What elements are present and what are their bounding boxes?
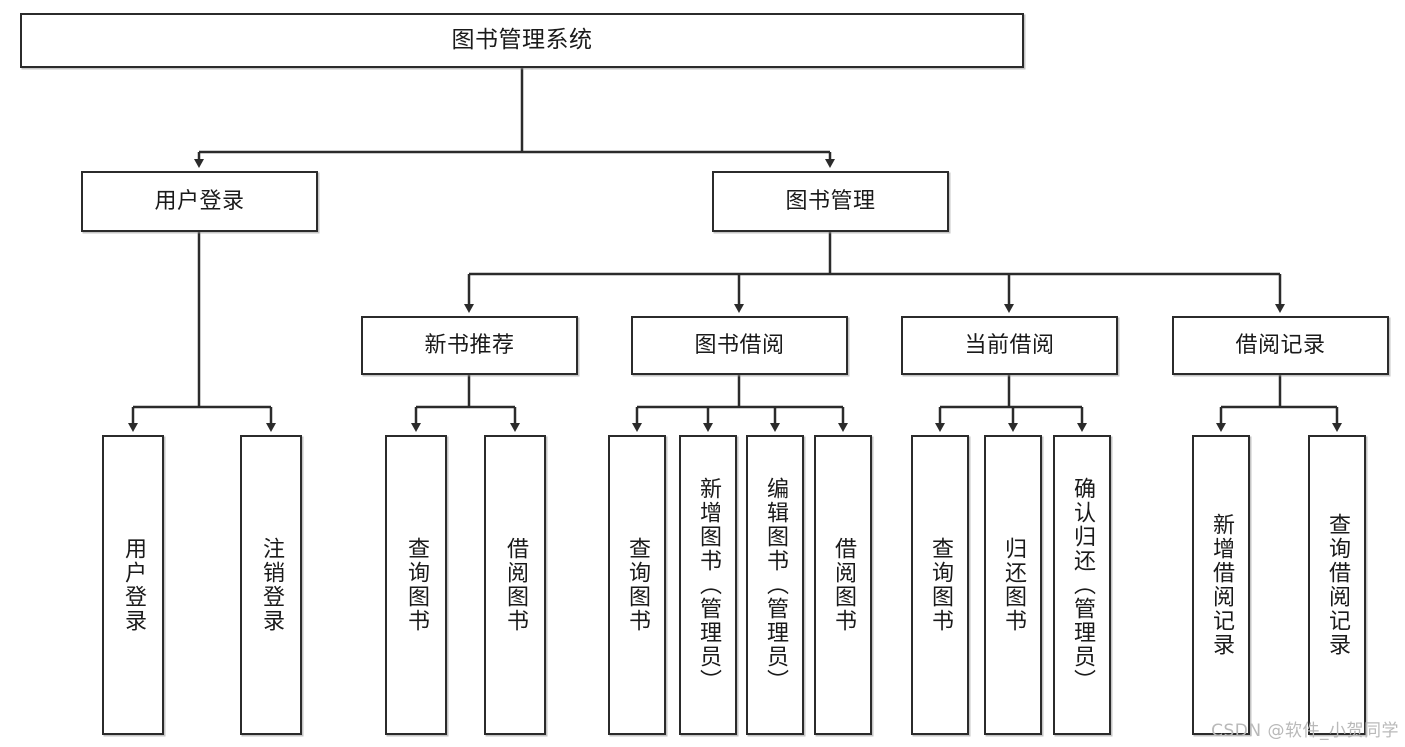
node-leaf-borrow-book-brw[interactable]: 借阅图书 <box>814 435 872 735</box>
node-leaf-query-book-brw-label: 查询图书 <box>624 537 650 633</box>
node-leaf-add-record-label: 新增借阅记录 <box>1208 513 1234 657</box>
node-leaf-user-login[interactable]: 用户登录 <box>102 435 164 735</box>
node-book-manage-label: 图书管理 <box>785 188 876 214</box>
watermark: CSDN @软件_小贺同学 <box>1211 721 1399 741</box>
node-leaf-confirm-return[interactable]: 确认归还（管理员） <box>1053 435 1111 735</box>
node-leaf-query-book-cur-label: 查询图书 <box>927 537 953 633</box>
node-borrow-record-label: 借阅记录 <box>1235 332 1326 358</box>
node-leaf-query-record-label: 查询借阅记录 <box>1324 513 1350 657</box>
node-user-login-label: 用户登录 <box>154 188 245 214</box>
node-book-manage[interactable]: 图书管理 <box>712 171 949 232</box>
node-leaf-user-login-label: 用户登录 <box>120 537 146 633</box>
node-new-book-recommend[interactable]: 新书推荐 <box>361 316 578 375</box>
node-leaf-query-book-brw[interactable]: 查询图书 <box>608 435 666 735</box>
node-leaf-user-logout-label: 注销登录 <box>258 537 284 633</box>
edge-group-borrow-record <box>1216 375 1342 432</box>
node-current-borrow[interactable]: 当前借阅 <box>901 316 1118 375</box>
edge-group-current-borrow <box>935 375 1087 432</box>
node-leaf-add-record[interactable]: 新增借阅记录 <box>1192 435 1250 735</box>
node-leaf-borrow-book-rec[interactable]: 借阅图书 <box>484 435 546 735</box>
edge-group-new-book-recommend <box>411 375 520 432</box>
node-leaf-add-book[interactable]: 新增图书（管理员） <box>679 435 737 735</box>
node-leaf-confirm-return-label: 确认归还（管理员） <box>1069 477 1095 693</box>
edge-group-book-manage <box>464 232 1285 313</box>
edge-group-root <box>194 68 835 168</box>
node-leaf-user-logout[interactable]: 注销登录 <box>240 435 302 735</box>
node-current-borrow-label: 当前借阅 <box>964 332 1055 358</box>
node-root-label: 图书管理系统 <box>451 26 593 53</box>
node-leaf-edit-book-label: 编辑图书（管理员） <box>762 477 788 693</box>
node-new-book-recommend-label: 新书推荐 <box>424 332 515 358</box>
edge-group-user-login <box>128 232 276 432</box>
node-leaf-query-record[interactable]: 查询借阅记录 <box>1308 435 1366 735</box>
node-leaf-borrow-book-rec-label: 借阅图书 <box>502 537 528 633</box>
node-leaf-return-book-label: 归还图书 <box>1000 537 1026 633</box>
node-leaf-borrow-book-brw-label: 借阅图书 <box>830 537 856 633</box>
node-borrow-record[interactable]: 借阅记录 <box>1172 316 1389 375</box>
node-leaf-query-book-rec[interactable]: 查询图书 <box>385 435 447 735</box>
node-book-borrow-label: 图书借阅 <box>694 332 785 358</box>
node-leaf-query-book-cur[interactable]: 查询图书 <box>911 435 969 735</box>
node-user-login[interactable]: 用户登录 <box>81 171 318 232</box>
node-book-borrow[interactable]: 图书借阅 <box>631 316 848 375</box>
node-leaf-edit-book[interactable]: 编辑图书（管理员） <box>746 435 804 735</box>
node-leaf-add-book-label: 新增图书（管理员） <box>695 477 721 693</box>
node-leaf-query-book-rec-label: 查询图书 <box>403 537 429 633</box>
edge-group-book-borrow <box>632 375 848 432</box>
node-leaf-return-book[interactable]: 归还图书 <box>984 435 1042 735</box>
node-root[interactable]: 图书管理系统 <box>20 13 1024 68</box>
